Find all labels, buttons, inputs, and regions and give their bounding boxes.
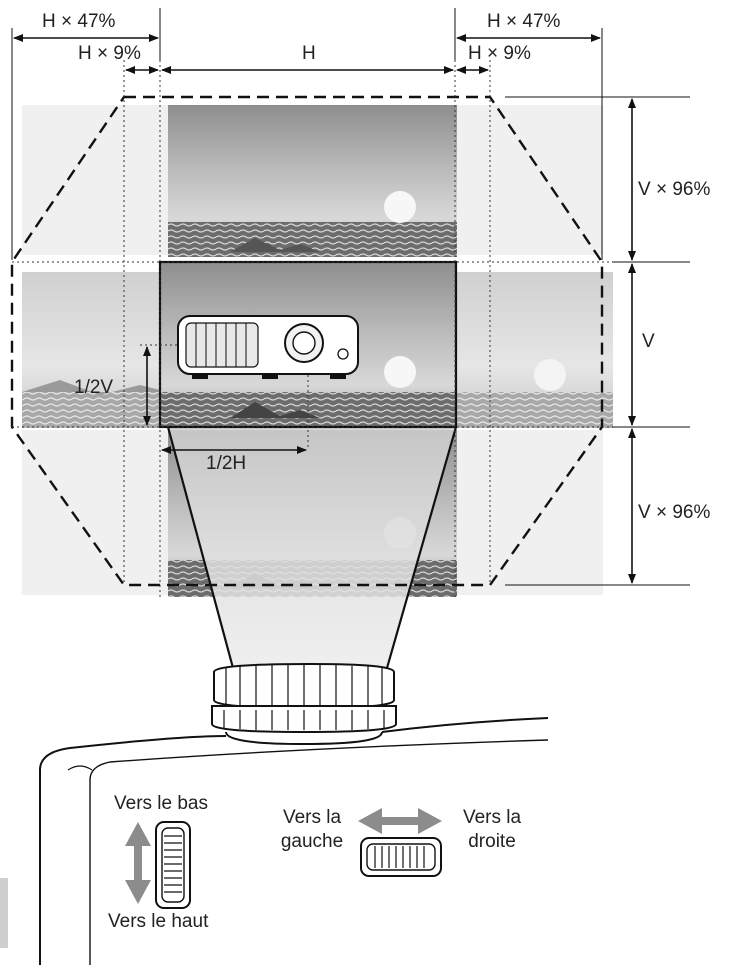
scene-top [168, 105, 457, 257]
label-vers-le-haut: Vers le haut [108, 911, 209, 932]
label-h-9-left: H × 9% [78, 43, 141, 64]
label-h-9-right: H × 9% [468, 43, 531, 64]
projector-body [39, 717, 549, 965]
projection-beam [168, 427, 456, 668]
lens-ring [211, 662, 397, 746]
scene-right-faint [457, 272, 613, 428]
horizontal-shift-dial[interactable] [360, 837, 442, 877]
label-h-47-right: H × 47% [487, 11, 561, 32]
dimension-lines [11, 8, 690, 586]
label-v: V [642, 331, 655, 352]
label-v-96-bottom: V × 96% [638, 502, 711, 523]
scene-left-faint [22, 272, 168, 428]
vertical-double-arrow-icon [125, 822, 151, 904]
label-h-47-left: H × 47% [42, 11, 116, 32]
label-right-line1: Vers la [462, 807, 522, 828]
label-left-line1: Vers la [282, 807, 342, 828]
horizontal-double-arrow-icon [358, 808, 442, 834]
page-edge-tab [0, 878, 8, 948]
label-h: H [302, 43, 316, 64]
label-left-line2: gauche [280, 831, 344, 852]
scene-top-faint-band [22, 105, 603, 595]
label-right-line2: droite [468, 831, 516, 852]
label-half-h: 1/2H [206, 453, 247, 474]
label-vers-le-bas: Vers le bas [114, 793, 208, 814]
vertical-shift-dial[interactable] [155, 821, 191, 909]
projector-icon [177, 315, 359, 379]
label-half-v: 1/2V [74, 377, 114, 398]
label-v-96-top: V × 96% [638, 179, 711, 200]
